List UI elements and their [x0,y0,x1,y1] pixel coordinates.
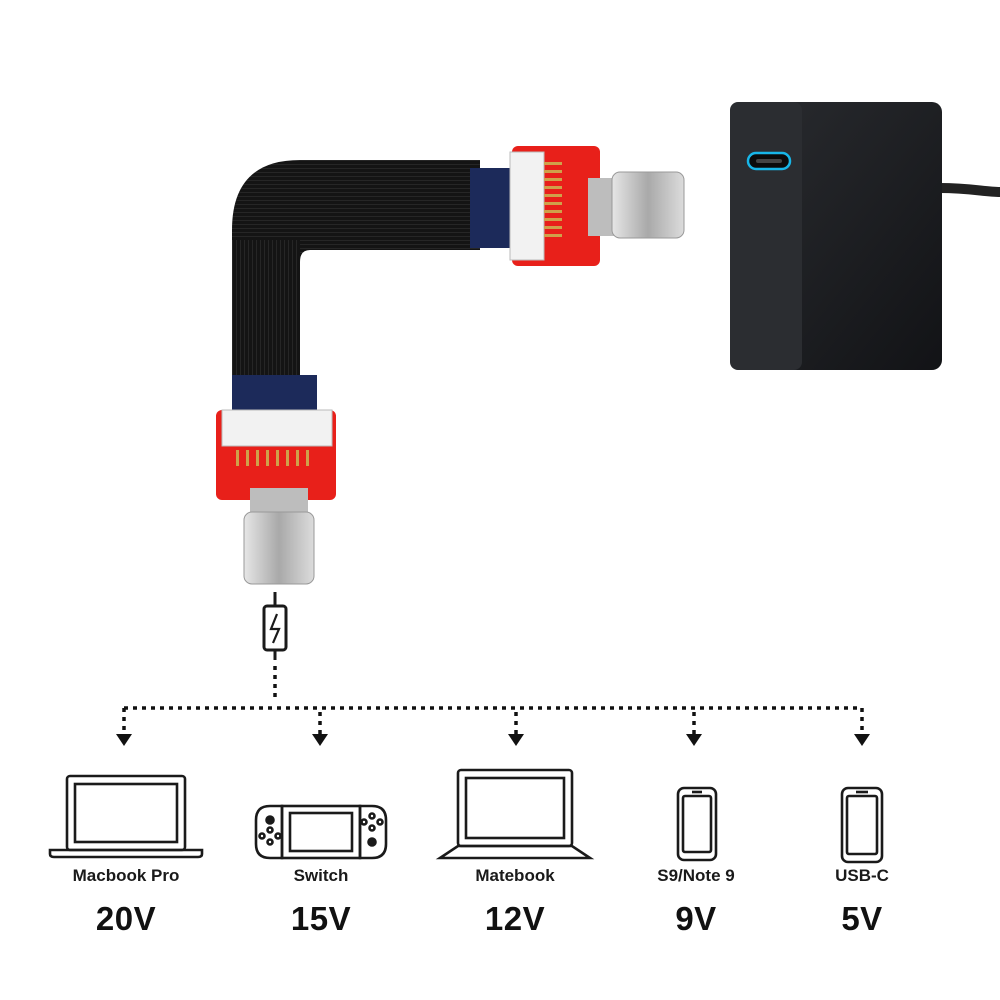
distribution-lines [122,666,864,734]
device-name: Switch [293,866,349,885]
device-name: Macbook Pro [72,866,180,885]
usb-c-plug-charging-icon [262,592,288,660]
smartphone-icon [840,786,884,864]
game-console-icon [254,804,388,860]
arrowheads [116,734,870,746]
laptop-icon [48,774,204,859]
device-voltage: 12V [484,900,546,937]
device-voltage: 15V [290,900,352,937]
device-name: S9/Note 9 [657,866,735,885]
usb-c-charger-icon [730,102,1000,370]
device-name: Matebook [475,866,555,885]
smartphone-icon [676,786,718,862]
device-voltage: 9V [675,900,717,937]
fpc-ribbon-usb-c-cable-icon [216,146,685,585]
device-voltage: 20V [95,900,157,937]
device-name: USB-C [835,866,889,885]
device-voltage: 5V [841,900,883,937]
laptop-icon [435,768,595,860]
